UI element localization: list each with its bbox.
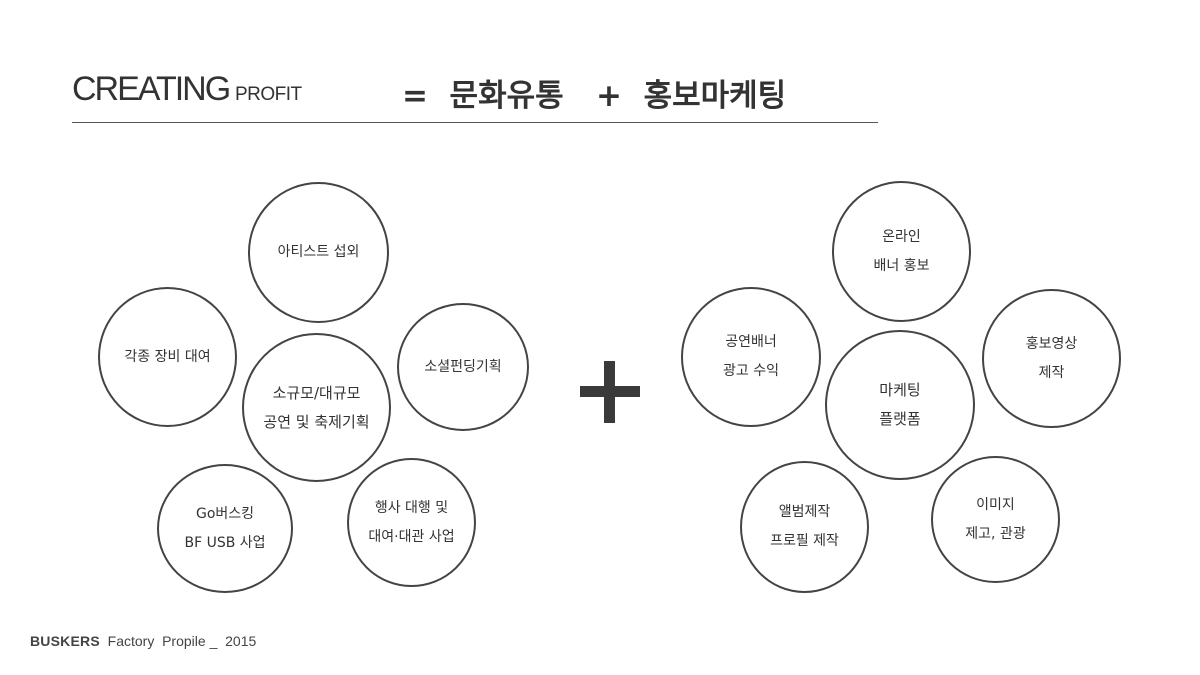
circle-label-line: 공연 및 축제기획 bbox=[263, 412, 370, 431]
circle-event-agency: 행사 대행 및 대여·대관 사업 bbox=[347, 458, 476, 587]
circle-artist-booking: 아티스트 섭외 bbox=[248, 182, 389, 323]
circle-label-line: 프로필 제작 bbox=[770, 533, 839, 549]
circle-label-line: 각종 장비 대여 bbox=[124, 348, 211, 365]
circle-label-line: 공연배너 bbox=[725, 334, 777, 350]
circle-banner-ad-revenue: 공연배너 광고 수익 bbox=[681, 287, 821, 427]
circle-label-line: 광고 수익 bbox=[723, 363, 779, 379]
circle-marketing-platform: 마케팅 플랫폼 bbox=[825, 330, 975, 480]
title-main: CREATING bbox=[72, 70, 231, 108]
circle-label-line: 배너 홍보 bbox=[873, 257, 930, 274]
circle-image-tourism: 이미지 제고, 관광 bbox=[931, 456, 1060, 583]
circle-performance-planning: 소규모/대규모 공연 및 축제기획 bbox=[242, 333, 391, 482]
title-formula: = 문화유통 + 홍보마케팅 bbox=[402, 78, 787, 114]
circle-label-line: 플랫폼 bbox=[879, 410, 921, 428]
circle-online-banner: 온라인 배너 홍보 bbox=[832, 181, 971, 322]
title-sub: PROFIT bbox=[235, 84, 302, 105]
circle-label-line: 제작 bbox=[1038, 364, 1065, 381]
slide-title: CREATING PROFIT = 문화유통 + 홍보마케팅 bbox=[72, 68, 878, 116]
circle-label-line: BF USB 사업 bbox=[184, 534, 266, 551]
circle-label-line: 앨범제작 bbox=[778, 504, 831, 520]
circle-social-funding: 소셜펀딩기획 bbox=[397, 303, 529, 431]
circle-label-line: 소셜펀딩기획 bbox=[424, 358, 502, 375]
footer-text: Factory Propile _ 2015 bbox=[99, 633, 257, 649]
circle-go-busking: Go버스킹 BF USB 사업 bbox=[157, 464, 293, 593]
circle-promo-video: 홍보영상 제작 bbox=[982, 289, 1121, 428]
circle-label-line: 제고, 관광 bbox=[965, 525, 1026, 542]
circle-label-line: 홍보영상 bbox=[1025, 335, 1078, 352]
circle-label-line: 온라인 bbox=[882, 228, 921, 245]
circle-label-line: 이미지 bbox=[976, 496, 1015, 513]
footer-brand: BUSKERS bbox=[30, 633, 100, 649]
circle-label-line: 소규모/대규모 bbox=[272, 383, 361, 402]
plus-icon bbox=[580, 361, 640, 423]
footer: BUSKERS Factory Propile _ 2015 bbox=[30, 633, 256, 649]
circle-label-line: 마케팅 bbox=[879, 381, 921, 399]
circle-album-production: 앨범제작 프로필 제작 bbox=[740, 461, 869, 593]
circle-label-line: 대여·대관 사업 bbox=[368, 528, 455, 545]
circle-equipment-rental: 각종 장비 대여 bbox=[98, 287, 237, 427]
circle-label-line: Go버스킹 bbox=[195, 505, 255, 522]
title-divider bbox=[72, 122, 878, 123]
circle-label-line: 행사 대행 및 bbox=[374, 499, 449, 516]
circle-label-line: 아티스트 섭외 bbox=[277, 244, 360, 260]
